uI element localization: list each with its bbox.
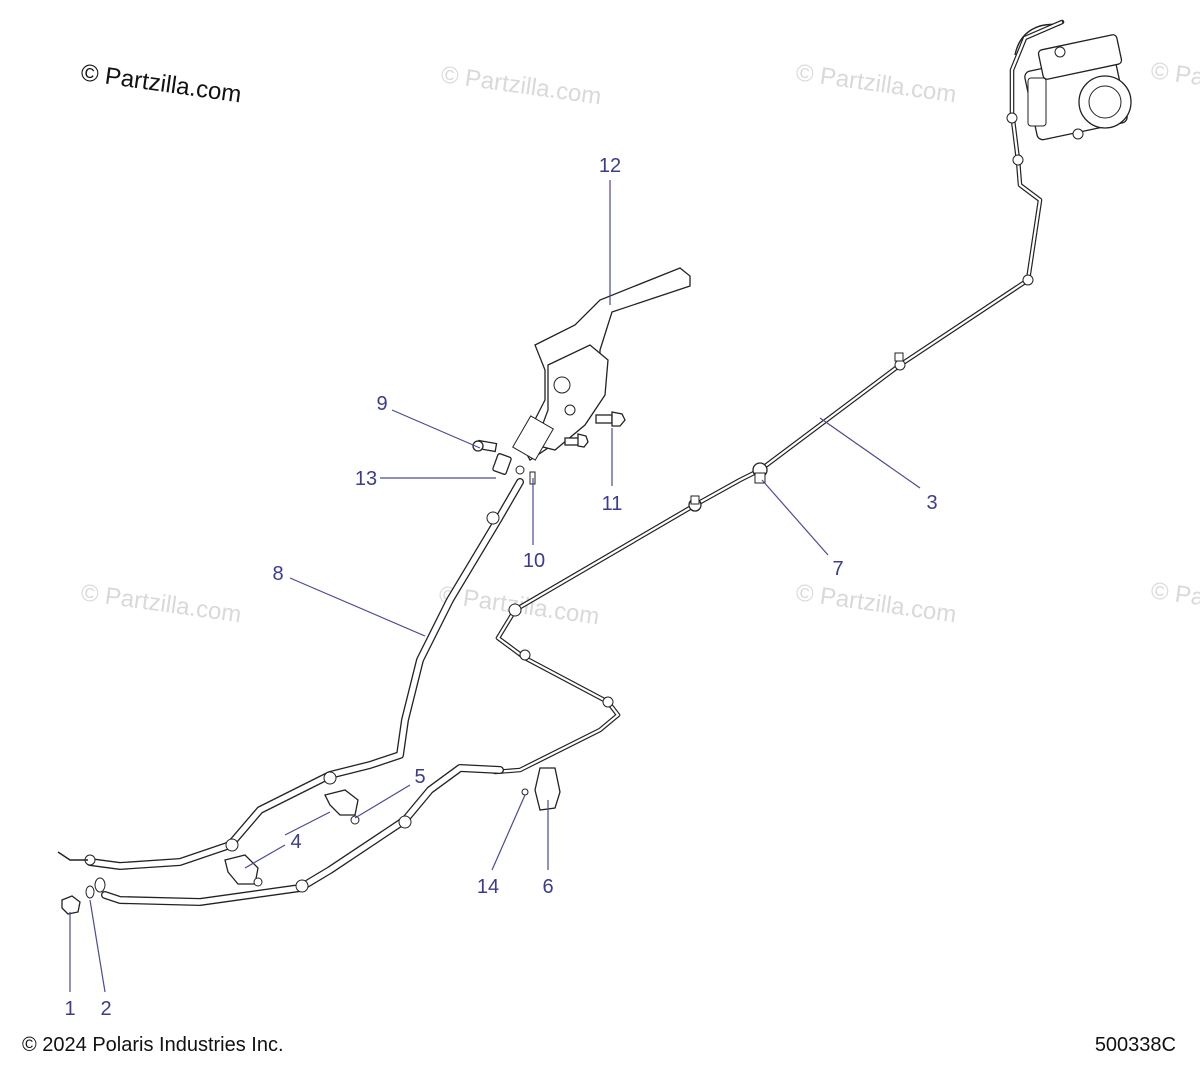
leader-line-3 [819,417,921,489]
watermark: © Partzilla.com [439,61,603,110]
callout-1: 1 [64,998,75,1020]
leader-line-14 [491,794,526,871]
parking-brake-lever [512,267,691,461]
callout-10: 10 [523,550,545,572]
callout-13: 13 [355,468,377,490]
leader-line-4-top [284,811,331,836]
leader-line-5 [354,784,411,819]
callout-8: 8 [272,563,283,585]
watermark: © Partzilla.com [794,579,958,628]
callout-4: 4 [290,831,301,853]
callout-3: 3 [926,492,937,514]
leader-lines [69,180,921,993]
callout-12: 12 [599,155,621,177]
parking-brake-cable [57,478,524,906]
bolts [472,411,626,453]
brake-line [492,19,1065,775]
callout-2: 2 [100,998,111,1020]
leader-line-2 [89,899,106,993]
banjo-fittings [61,877,106,915]
callout-labels: 12 9 13 11 10 8 3 7 5 4 6 14 1 2 [64,155,937,1020]
callout-7: 7 [832,558,843,580]
watermark: © Partzilla.com [1149,577,1200,626]
copyright-notice: © 2024 Polaris Industries Inc. [22,1034,284,1056]
leader-line-7 [761,479,829,556]
watermark-layer: © Partzilla.com © Partzilla.com © Partzi… [79,57,1200,630]
watermark: © Partzilla.com [794,59,958,108]
leader-line-9 [391,409,481,449]
abs-module [1014,23,1132,141]
leader-line-4-bottom [244,844,286,869]
callout-14: 14 [477,876,499,898]
partzilla-logo-text: © Partzilla.com [79,59,243,108]
callout-9: 9 [376,393,387,415]
brackets [224,767,561,887]
callout-5: 5 [414,766,425,788]
leader-line-8 [289,577,426,637]
diagram-number: 500338C [1094,1034,1176,1056]
watermark: © Partzilla.com [79,579,243,628]
watermark: © Partzilla.com [1149,57,1200,106]
callout-11: 11 [602,493,623,515]
brake-line-clips [688,352,904,512]
callout-6: 6 [542,876,553,898]
